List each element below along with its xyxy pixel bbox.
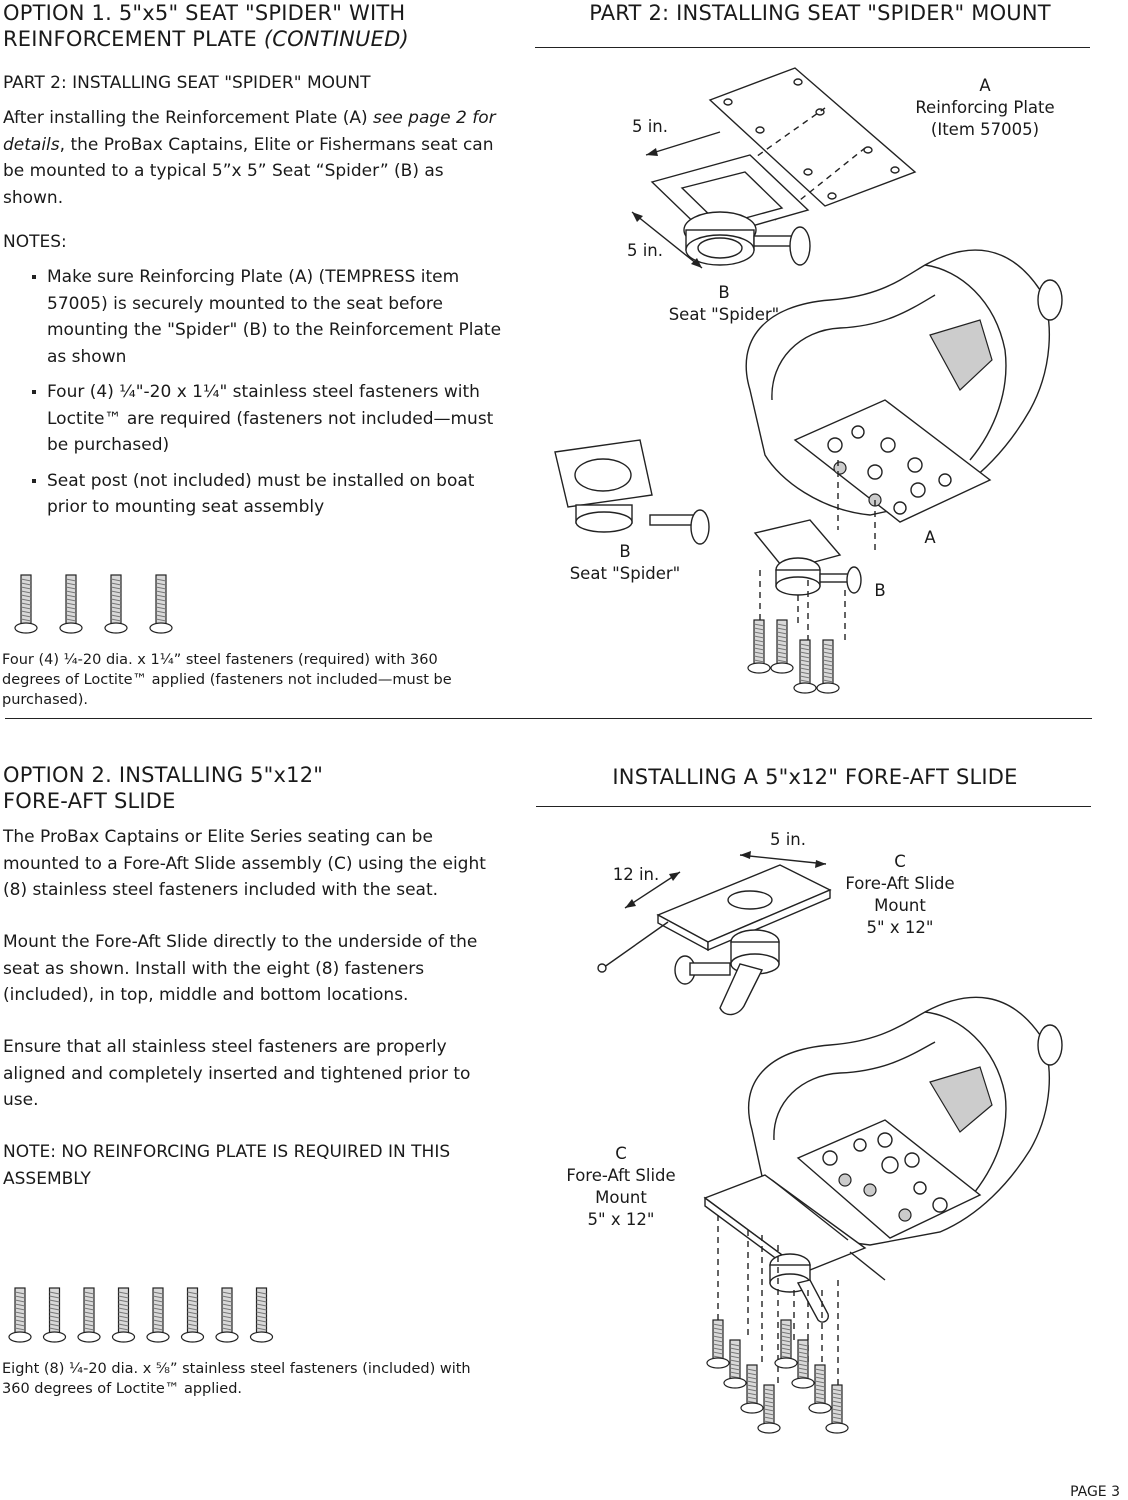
fastener-icon <box>706 1319 730 1369</box>
dim-label-5in-top: 5 in. <box>631 117 669 136</box>
page-number: PAGE 3 <box>1070 1484 1120 1500</box>
fastener-icon <box>215 1287 239 1343</box>
fastener-icon <box>791 1339 815 1389</box>
option1-title: OPTION 1. 5"x5" SEAT "SPIDER" WITH REINF… <box>3 0 503 52</box>
fastener-icon <box>104 574 128 634</box>
fastener-icon <box>59 574 83 634</box>
option1-fasteners-illustration <box>14 574 173 634</box>
option1-title-line2: REINFORCEMENT PLATE (CONTINUED) <box>3 27 409 51</box>
note-item: Seat post (not included) must be install… <box>2 468 502 521</box>
side-spider-plate <box>554 439 653 508</box>
fastener-icon <box>42 1287 67 1343</box>
fastener-icon <box>14 574 38 634</box>
option1-fastener-caption: Four (4) ¼-20 dia. x 1¼” steel fasteners… <box>2 652 452 708</box>
option2-para1: The ProBax Captains or Elite Series seat… <box>3 827 486 900</box>
option2-title: OPTION 2. INSTALLING 5"x12" FORE-AFT SLI… <box>3 763 324 813</box>
fastener-icon <box>111 1287 136 1343</box>
callout-a: A <box>924 528 936 547</box>
option1-subhead: PART 2: INSTALLING SEAT "SPIDER" MOUNT <box>3 73 371 93</box>
slide-title: INSTALLING A 5"x12" FORE-AFT SLIDE <box>612 765 1018 789</box>
option1-intro: After installing the Reinforcement Plate… <box>3 108 496 208</box>
option2-note: NOTE: NO REINFORCING PLATE IS REQUIRED I… <box>3 1142 451 1189</box>
spider-mount-diagram <box>554 67 1063 694</box>
dim-label-12in: 12 in. <box>612 865 660 884</box>
notes-heading: NOTES: <box>3 232 67 252</box>
fastener-icon <box>8 1287 32 1343</box>
option1-title-line1: OPTION 1. 5"x5" SEAT "SPIDER" WITH <box>3 1 406 25</box>
callout-b: B <box>874 581 886 600</box>
label-fore-aft-slide-top: C Fore-Aft Slide Mount 5" x 12" <box>845 852 955 937</box>
label-reinforcing-plate: A Reinforcing Plate (Item 57005) <box>900 75 1070 141</box>
fastener-icon <box>816 639 840 694</box>
fastener-icon <box>740 1364 764 1414</box>
part2-title: PART 2: INSTALLING SEAT "SPIDER" MOUNT <box>589 1 1051 25</box>
reinforcing-plate-shape <box>708 67 917 207</box>
plate-holes <box>723 78 900 200</box>
section-divider <box>5 718 1092 719</box>
label-seat-spider-top: B Seat "Spider" <box>668 283 780 324</box>
fastener-icon <box>723 1339 747 1389</box>
fastener-icon <box>770 619 794 674</box>
fastener-icon <box>180 1287 205 1343</box>
option2-fastener-caption: Eight (8) ¼-20 dia. x ⅝” stainless steel… <box>2 1361 471 1397</box>
fastener-icon <box>808 1364 832 1414</box>
option2-para2: Mount the Fore-Aft Slide directly to the… <box>3 932 478 1005</box>
fastener-icon <box>149 574 173 634</box>
fastener-icon <box>757 1384 781 1434</box>
notes-list: Make sure Reinforcing Plate (A) (TEMPRES… <box>2 264 502 530</box>
label-fore-aft-slide-side: C Fore-Aft Slide Mount 5" x 12" <box>566 1144 676 1229</box>
fastener-icon <box>825 1384 849 1434</box>
fastener-icon <box>747 619 771 674</box>
note-item: Make sure Reinforcing Plate (A) (TEMPRES… <box>2 264 502 370</box>
fastener-icon <box>774 1319 798 1369</box>
slide-title-rule <box>536 806 1091 807</box>
callout-letter-a: A <box>979 76 991 95</box>
seat-underside-plate <box>793 399 992 523</box>
option2-para3: Ensure that all stainless steel fastener… <box>3 1037 471 1110</box>
fastener-icon <box>146 1287 170 1343</box>
fastener-icon <box>249 1287 274 1343</box>
note-item: Four (4) ¼"-20 x 1¼" stainless steel fas… <box>2 379 502 459</box>
fastener-icon <box>77 1287 101 1343</box>
dim-label-5in-side: 5 in. <box>626 241 664 260</box>
option2-fasteners-illustration <box>8 1287 274 1343</box>
fore-aft-slide-diagram <box>597 851 1063 1434</box>
label-seat-spider-side: B Seat "Spider" <box>569 542 681 583</box>
part2-title-rule <box>535 47 1090 48</box>
dim-label-5in-slide: 5 in. <box>769 830 807 849</box>
fastener-icon <box>793 639 817 694</box>
